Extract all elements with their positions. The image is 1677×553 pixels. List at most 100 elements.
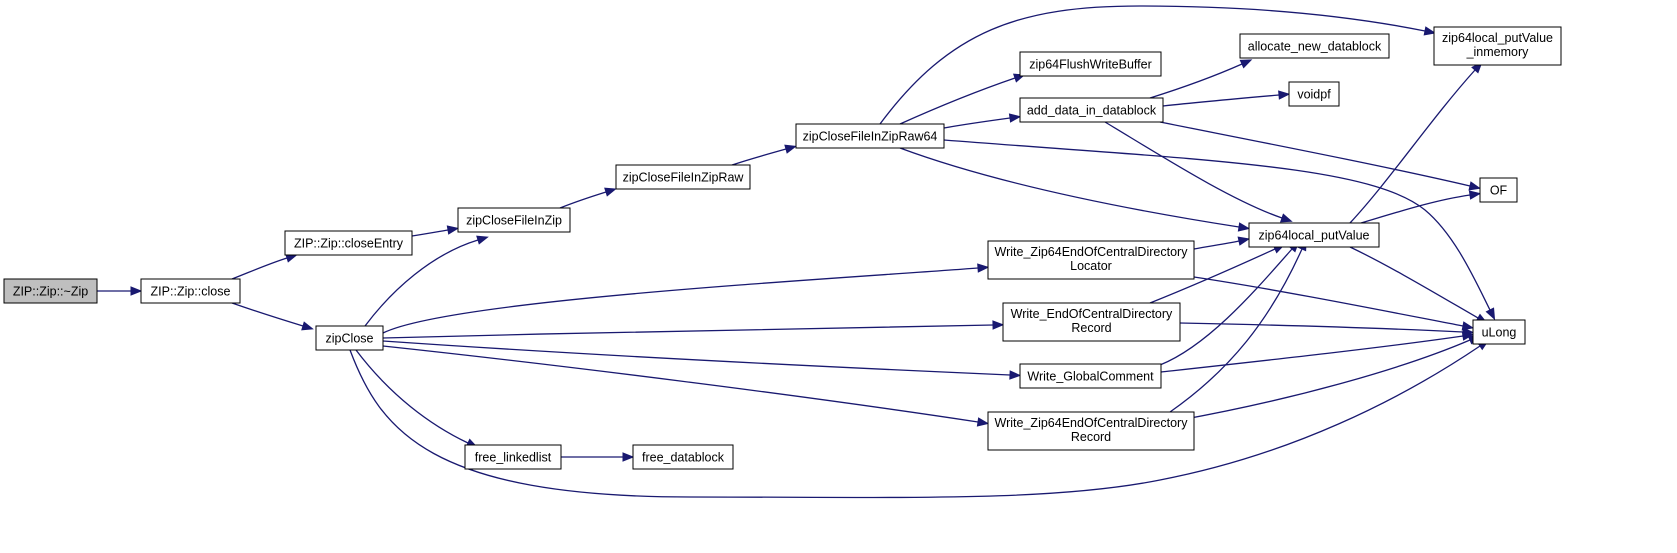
node-box[interactable] [464, 444, 562, 470]
edge-line [943, 139, 1491, 311]
edge-zip_close-to-write_zip64_eocd_record [382, 345, 990, 427]
node-voidpf[interactable]: voidpf [1288, 81, 1340, 107]
node-box[interactable] [615, 164, 751, 190]
edge-add_data_in_datablock-to-allocate_new_datablock [1149, 59, 1253, 99]
node-box[interactable] [315, 325, 384, 351]
node-label: Write_GlobalComment [1027, 370, 1154, 384]
node-zip-close-file-in-zip[interactable]: zipCloseFileInZip [457, 207, 571, 233]
node-box[interactable] [140, 278, 241, 304]
node-zip64local-putvalue[interactable]: zip64local_putValue [1248, 222, 1380, 248]
edge-line [382, 345, 979, 423]
node-label: Write_Zip64EndOfCentralDirectory [995, 416, 1189, 430]
node-label: OF [1490, 184, 1508, 198]
node-free-linkedlist[interactable]: free_linkedlist [464, 444, 562, 470]
node-free-datablock[interactable]: free_datablock [632, 444, 734, 470]
edge-line [1149, 248, 1276, 304]
edge-close_entry-to-zip_close_file_in_zip [411, 225, 460, 237]
node-of[interactable]: OF [1479, 177, 1518, 203]
edge-zip_close-to-write_eocd_record [382, 320, 1005, 339]
node-zip-close[interactable]: zipClose [315, 325, 384, 351]
node-label: _inmemory [1466, 45, 1530, 59]
edge-line [1360, 194, 1471, 224]
node-write-global-comment[interactable]: Write_GlobalComment [1019, 363, 1162, 389]
node-zip-close-file-in-zip-raw[interactable]: zipCloseFileInZipRaw [615, 164, 751, 190]
edge-line [1179, 339, 1471, 421]
node-zip-destructor[interactable]: ZIP::Zip::~Zip [3, 278, 98, 304]
node-box[interactable] [457, 207, 571, 233]
node-box[interactable] [284, 230, 413, 256]
edge-zip_close_file_in_zip_raw64-to-zip64local_putvalue [899, 147, 1251, 232]
edge-line [1193, 240, 1240, 250]
node-box[interactable] [3, 278, 98, 304]
edge-zip_close_method-to-close_entry [231, 253, 298, 280]
arrowhead-icon [1278, 90, 1291, 100]
arrowhead-icon [301, 321, 314, 331]
node-zip64local-putvalue-inmemory[interactable]: zip64local_putValue_inmemory [1433, 26, 1562, 66]
node-allocate-new-datablock[interactable]: allocate_new_datablock [1239, 33, 1390, 59]
node-label: ZIP::Zip::~Zip [13, 285, 88, 299]
node-box[interactable] [1248, 222, 1380, 248]
node-zip-close-method[interactable]: ZIP::Zip::close [140, 278, 241, 304]
edge-zip_close-to-write_zip64_eocd_locator [382, 263, 990, 334]
nodes-layer: ZIP::Zip::~Zip ZIP::Zip::close ZIP::Zip::c… [3, 26, 1562, 470]
edge-zip_destructor-to-zip_close_method [97, 286, 143, 296]
edge-zip_close_file_in_zip-to-zip_close_file_in_zip_raw [559, 187, 617, 209]
node-label: free_linkedlist [475, 451, 552, 465]
edge-line [1160, 335, 1464, 373]
node-box[interactable] [1288, 81, 1340, 107]
edge-line [559, 191, 607, 209]
node-add-data-in-datablock[interactable]: add_data_in_datablock [1019, 97, 1164, 123]
node-label: ZIP::Zip::closeEntry [294, 237, 404, 251]
edge-line [899, 77, 1016, 125]
node-box[interactable] [987, 240, 1195, 280]
node-zip-close-file-in-zip-raw64[interactable]: zipCloseFileInZipRaw64 [795, 123, 945, 149]
arrowhead-icon [1237, 236, 1251, 246]
node-label: ZIP::Zip::close [151, 285, 231, 299]
arrowhead-icon [476, 235, 489, 245]
node-box[interactable] [1472, 319, 1526, 345]
edge-zip_close_file_in_zip_raw64-to-add_data_in_datablock [943, 113, 1022, 129]
node-label: Record [1071, 321, 1111, 335]
node-box[interactable] [1019, 97, 1164, 123]
edge-add_data_in_datablock-to-of [1159, 121, 1482, 191]
node-box[interactable] [632, 444, 734, 470]
edge-zip_close_file_in_zip_raw64-to-zip64_flush_write_buffer [899, 73, 1026, 125]
arrowhead-icon [1423, 26, 1437, 36]
edge-line [899, 147, 1240, 228]
node-label: free_datablock [642, 451, 725, 465]
edge-write_zip64_eocd_locator-to-ulong [1193, 276, 1475, 331]
edge-zip_close_file_in_zip_raw64-to-zip64local_putvalue_inmemory [879, 5, 1437, 125]
edge-line [231, 257, 288, 280]
arrowhead-icon [992, 320, 1005, 330]
node-box[interactable] [1239, 33, 1390, 59]
node-box[interactable] [1479, 177, 1518, 203]
edge-line [349, 345, 1481, 499]
node-box[interactable] [1002, 302, 1181, 342]
node-box[interactable] [1019, 51, 1162, 77]
node-close-entry[interactable]: ZIP::Zip::closeEntry [284, 230, 413, 256]
edge-add_data_in_datablock-to-zip64local_putvalue [1104, 121, 1293, 223]
node-ulong[interactable]: uLong [1472, 319, 1526, 345]
node-box[interactable] [1433, 26, 1562, 66]
edge-line [943, 117, 1011, 129]
arrowhead-icon [784, 144, 797, 154]
arrowhead-icon [446, 225, 460, 235]
edge-line [1349, 69, 1476, 224]
arrowhead-icon [130, 286, 143, 296]
node-zip64-flush-write-buffer[interactable]: zip64FlushWriteBuffer [1019, 51, 1162, 77]
arrowhead-icon [1279, 213, 1293, 223]
arrowhead-icon [1008, 113, 1022, 123]
edge-zip64local_putvalue-to-zip64local_putvalue_inmemory [1349, 61, 1483, 224]
node-box[interactable] [1019, 363, 1162, 389]
node-label: voidpf [1297, 88, 1331, 102]
edge-line [1193, 276, 1464, 327]
edge-line [731, 148, 787, 166]
node-box[interactable] [795, 123, 945, 149]
arrowhead-icon [1468, 190, 1482, 200]
node-box[interactable] [987, 411, 1195, 451]
edge-line [1149, 63, 1243, 99]
node-label: zipClose [326, 332, 374, 346]
